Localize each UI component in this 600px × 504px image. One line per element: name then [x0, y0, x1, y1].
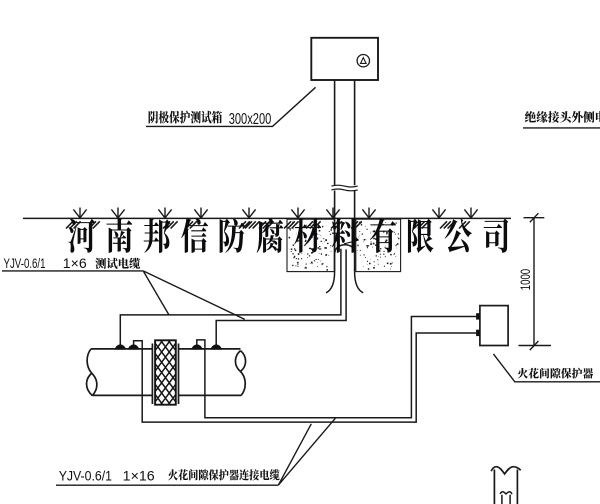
svg-text:1×16: 1×16: [123, 468, 155, 483]
svg-text:300x200: 300x200: [229, 111, 272, 128]
svg-text:YJV-0.6/1: YJV-0.6/1: [59, 468, 112, 483]
svg-text:1000: 1000: [517, 269, 533, 290]
svg-text:1×6: 1×6: [63, 256, 87, 271]
svg-text:YJV-0.6/1: YJV-0.6/1: [4, 256, 46, 271]
